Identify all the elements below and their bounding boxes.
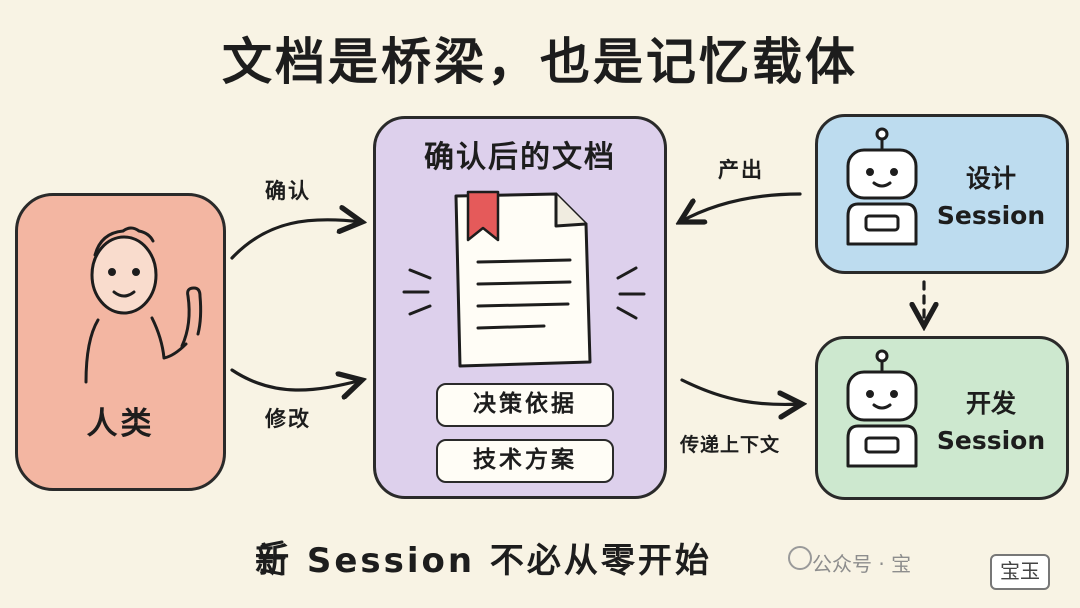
arrow-modify	[230, 368, 362, 390]
watermark-badge: 宝玉	[990, 554, 1050, 590]
person-icon	[84, 226, 203, 384]
dev-session-line2: Session	[936, 426, 1046, 455]
dev-session-line1: 开发	[965, 389, 1016, 418]
dev-session-label: 开发 Session	[935, 385, 1047, 459]
document-title: 确认后的文档	[424, 140, 616, 175]
wechat-icon	[788, 546, 812, 570]
watermark-text: 公众号 · 宝	[812, 552, 912, 576]
bottom-caption: 新 Session 不必从零开始	[255, 541, 712, 581]
design-session-line1: 设计	[965, 164, 1016, 193]
design-session-label: 设计 Session	[935, 160, 1047, 234]
human-label: 人类	[86, 406, 155, 442]
design-session-line2: Session	[936, 201, 1046, 230]
bookmark-icon	[466, 190, 500, 242]
robot-icon-design	[846, 127, 918, 246]
modify-arrow-label: 修改	[265, 407, 311, 431]
arrow-confirm	[230, 220, 362, 260]
sparkle-marks	[402, 266, 646, 320]
confirm-arrow-label: 确认	[265, 179, 311, 203]
diagram-title: 文档是桥梁，也是记忆载体	[222, 33, 858, 91]
decision-basis-label: 决策依据	[436, 383, 614, 427]
tech-plan-label: 技术方案	[436, 439, 614, 483]
arrow-output	[680, 192, 802, 222]
document-icon	[454, 192, 592, 368]
accent-marks	[258, 540, 286, 576]
robot-icon-dev	[846, 349, 918, 468]
output-arrow-label: 产出	[718, 158, 764, 182]
pass-context-arrow-label: 传递上下文	[680, 434, 781, 456]
arrow-pass-context	[680, 378, 802, 404]
